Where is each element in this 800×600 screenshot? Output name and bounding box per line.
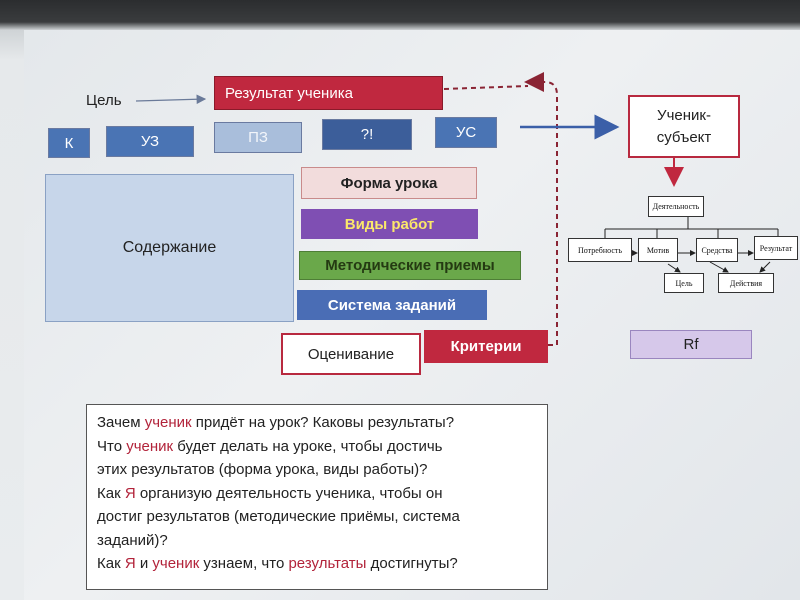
node-need: Потребность [568,238,632,262]
highlighted-word: результаты [288,555,367,572]
node-actions: Действия [718,273,774,293]
code-box-k: К [48,128,90,158]
goal-label: Цель [86,92,122,109]
highlighted-word: ученик [126,437,174,455]
criteria-box: Критерии [424,330,548,363]
node-goal: Цель [664,273,704,293]
node-motive: Мотив [638,238,678,262]
student-subject-box: Ученик- субъект [628,95,740,158]
student-subject-line-1: Ученик- [657,106,711,124]
highlighted-word: Я [124,555,136,572]
question-line: заданий)? [97,529,537,553]
lesson-form-box: Форма урока [301,167,477,199]
activity-tree [604,217,779,273]
question-line: Зачем ученик придёт на урок? Каковы резу… [97,411,537,435]
highlighted-word: ученик [152,555,200,572]
questions-box: Зачем ученик придёт на урок? Каковы резу… [86,404,548,590]
question-text: узнаем, что [199,555,289,572]
content-box: Содержание [45,174,294,322]
question-text: Что [97,437,127,455]
question-text: Как [97,555,125,572]
question-text: Как [97,484,125,502]
question-text: достиг результатов (методические приёмы,… [97,508,460,525]
question-text: заданий)? [97,531,168,549]
question-line: Что ученик будет делать на уроке, чтобы … [97,435,537,459]
node-means: Средства [696,238,738,262]
question-text: будет делать на уроке, чтобы достичь [173,437,443,455]
question-line: Как Я организую деятельность ученика, чт… [97,482,537,506]
question-text: придёт на урок? Каковы результаты? [191,414,455,431]
methodical-techniques-box: Методические приемы [299,251,521,280]
result-box: Результат ученика [214,76,443,110]
task-system-box: Система заданий [297,290,487,320]
goal-arrow [135,94,207,105]
code-box-us: УС [435,117,497,148]
node-activity: Деятельность [648,196,704,217]
result-dash [443,85,529,90]
question-text: и [135,555,153,572]
code-box-question: ?! [322,119,412,150]
work-types-box: Виды работ [301,209,478,239]
code-box-uz: УЗ [106,126,194,157]
question-line: этих результатов (форма урока, виды рабо… [97,458,537,482]
question-text: этих результатов (форма урока, виды рабо… [97,461,428,478]
student-subject-line-2: субъект [656,128,712,146]
question-line: Как Я и ученик узнаем, что результаты до… [97,552,537,576]
question-text: Зачем [97,414,145,431]
evaluation-box: Оценивание [281,333,421,375]
highlighted-word: Я [124,484,136,502]
question-text: достигнуты? [366,555,458,572]
feedback-loop [524,72,558,346]
question-text: организую деятельность ученика, чтобы он [135,484,443,502]
code-box-pz: ПЗ [214,122,302,153]
question-line: достиг результатов (методические приёмы,… [97,505,537,529]
highlighted-word: ученик [144,414,192,431]
node-result: Результат [754,236,798,260]
rf-box: Rf [630,330,752,359]
